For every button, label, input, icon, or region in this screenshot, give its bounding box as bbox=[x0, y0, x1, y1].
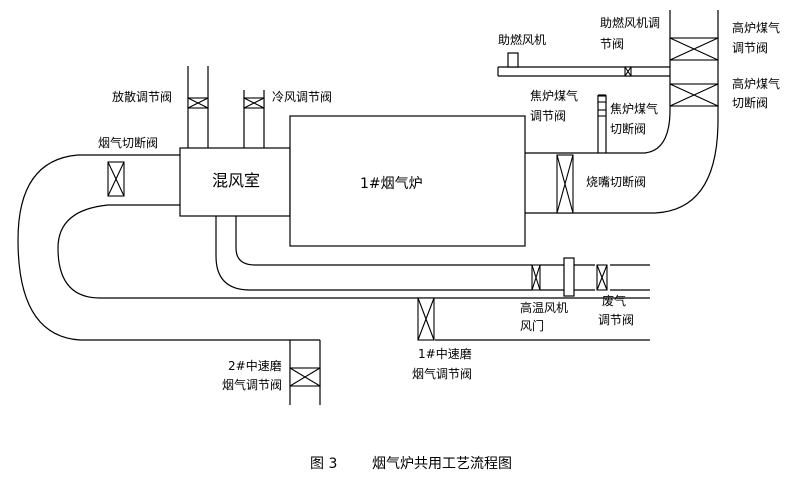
mixing-chamber-label: 混风室 bbox=[212, 171, 260, 190]
figure-number: 图 3 bbox=[310, 456, 337, 472]
burner-cutoff-label: 烧嘴切断阀 bbox=[586, 174, 646, 189]
coke-gas-reg-valve-icon bbox=[597, 95, 607, 103]
mill2-label-2: 烟气调节阀 bbox=[222, 377, 282, 392]
mill2-label-1: 2#中速磨 bbox=[228, 358, 282, 373]
furnace-1 bbox=[289, 115, 526, 247]
bfg-cut-valve-icon bbox=[669, 83, 719, 107]
waste-gas-valve-icon bbox=[596, 264, 608, 291]
cog-reg-label-2: 调节阀 bbox=[530, 109, 566, 123]
flue-cutoff-valve-icon bbox=[107, 161, 125, 197]
comb-fan-valve-label-2: 节阀 bbox=[600, 37, 624, 51]
cold-air-valve-icon bbox=[243, 97, 265, 109]
mill1-valve-icon bbox=[417, 297, 435, 341]
bfg-reg-valve-icon bbox=[669, 37, 719, 61]
bfg-reg-label-2: 调节阀 bbox=[732, 41, 768, 55]
cog-reg-label-1: 焦炉煤气 bbox=[530, 88, 578, 103]
mixing-chamber bbox=[179, 147, 291, 217]
combustion-fan bbox=[507, 52, 519, 68]
coke-gas-cut-valve-icon bbox=[597, 109, 607, 117]
mill1-label-1: 1#中速磨 bbox=[418, 346, 472, 361]
comb-fan-valve-label-1: 助燃风机调 bbox=[600, 15, 660, 30]
vent-valve-label: 放散调节阀 bbox=[112, 89, 172, 104]
burner-cutoff-valve-icon bbox=[556, 154, 574, 214]
mill1-label-2: 烟气调节阀 bbox=[412, 366, 472, 381]
waste-gas-label-2: 调节阀 bbox=[598, 313, 634, 327]
comb-fan-valve-icon bbox=[624, 66, 632, 77]
hot-fan-label-2: 风门 bbox=[520, 318, 544, 333]
cold-air-valve-label: 冷风调节阀 bbox=[272, 90, 332, 104]
comb-fan-label: 助燃风机 bbox=[498, 32, 546, 47]
bfg-reg-label-1: 高炉煤气 bbox=[732, 20, 780, 35]
hot-fan-damper-icon bbox=[531, 264, 541, 291]
furnace-1-label: 1#烟气炉 bbox=[360, 176, 423, 192]
figure-title: 烟气炉共用工艺流程图 bbox=[372, 456, 512, 472]
high-temp-fan bbox=[563, 257, 575, 297]
waste-gas-label-1: 废气 bbox=[602, 293, 626, 308]
flue-cutoff-label: 烟气切断阀 bbox=[98, 135, 158, 150]
vent-valve-icon bbox=[187, 97, 209, 109]
bfg-cut-label-2: 切断阀 bbox=[732, 95, 768, 110]
hot-fan-label-1: 高温风机 bbox=[520, 300, 568, 315]
bfg-cut-label-1: 高炉煤气 bbox=[732, 76, 780, 91]
cog-cut-label-2: 切断阀 bbox=[610, 121, 646, 136]
cog-cut-label-1: 焦炉煤气 bbox=[610, 101, 658, 116]
mill2-valve-icon bbox=[289, 367, 321, 387]
